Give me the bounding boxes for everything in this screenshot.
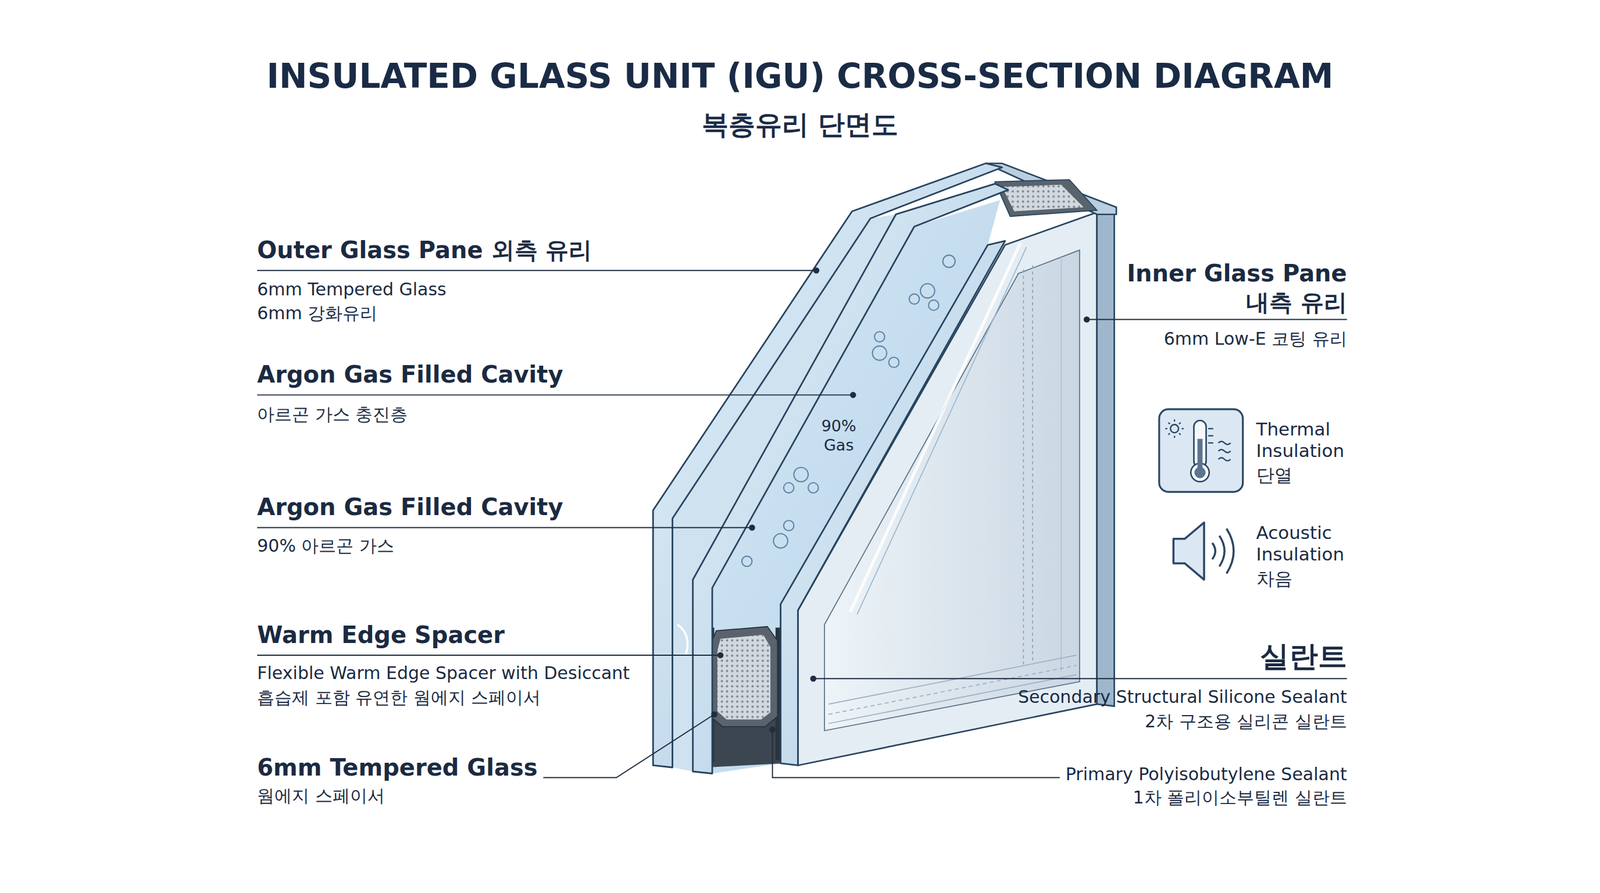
sun-rays [1165, 419, 1184, 438]
ray [1179, 433, 1181, 435]
sound-wave [1212, 543, 1216, 560]
tick [1208, 442, 1214, 444]
callout-text: 아르곤 가스 충진층 [256, 404, 408, 425]
callout-text: 웜에지 스페이서 [256, 785, 385, 807]
ray [1173, 436, 1175, 439]
bubble [920, 283, 935, 299]
bubble [872, 345, 888, 361]
sound-wave [1226, 528, 1234, 574]
callout-text: 6mm Low-E 코팅 유리 [1163, 328, 1348, 350]
leader-dot [748, 524, 756, 531]
ray [1181, 427, 1184, 430]
icon-box [1159, 409, 1244, 492]
bubble [888, 356, 900, 368]
thermal-icon [1159, 409, 1244, 492]
wave [1218, 449, 1231, 453]
ray [1179, 422, 1181, 425]
speaker [1173, 522, 1205, 580]
acoustic-icon [1173, 522, 1234, 580]
leader-dot [769, 726, 776, 734]
frame-line [1060, 256, 1062, 672]
leader-line [256, 527, 752, 529]
leader-line [813, 677, 1348, 680]
diagram-subtitle: 복층유리 단면도 [701, 108, 899, 141]
callout-heading: 실란트 [1259, 638, 1348, 674]
ray [1173, 419, 1175, 422]
wave [1218, 457, 1231, 461]
spacer-line [1031, 265, 1034, 663]
inner-pane [780, 240, 1006, 766]
callout-heading: Warm Edge Spacer [256, 620, 505, 649]
ray [1168, 433, 1171, 435]
callout-text: Secondary Structural Silicone Sealant [1018, 686, 1348, 708]
sun [1170, 424, 1179, 433]
icon-label: 단열 [1256, 464, 1293, 487]
callout-text: 1차 폴리이소부틸렌 실란트 [1133, 787, 1348, 809]
callout-text: 6mm Tempered Glass [256, 279, 446, 300]
bubble [773, 533, 788, 549]
bubble [741, 556, 753, 567]
bubble [783, 520, 795, 531]
callout-heading: Outer Glass Pane 외측 유리 [256, 236, 592, 264]
spacer-desiccant [717, 634, 771, 720]
leader-line [543, 714, 715, 778]
leader-line [256, 654, 721, 656]
callout-text: 90% 아르곤 가스 [256, 535, 395, 557]
callout-text: Primary Polyisobutylene Sealant [1065, 763, 1348, 785]
leader-dots [711, 267, 1090, 733]
top-spacer [994, 179, 1098, 217]
icon-label: 차음 [1256, 568, 1293, 590]
leader-line [256, 394, 853, 396]
callout-heading: Inner Glass Pane [1126, 259, 1348, 288]
spacer-line [1022, 269, 1024, 666]
leader-line [1086, 319, 1348, 321]
bubble [943, 255, 956, 268]
callout-text: 6mm 강화유리 [256, 302, 378, 324]
icon-label: Thermal Insulation [1256, 418, 1345, 462]
tick [1208, 427, 1214, 430]
callout-heading: 6mm Tempered Glass [256, 753, 538, 782]
leader-dot [1083, 316, 1091, 323]
bubble [928, 300, 939, 311]
callout-heading: Argon Gas Filled Cavity [256, 360, 563, 389]
frame-edge [1097, 209, 1115, 707]
ray [1165, 427, 1168, 430]
sound-wave [1219, 536, 1225, 567]
bubble [874, 331, 885, 343]
leader-dot [813, 267, 820, 274]
leader-dot [717, 652, 724, 659]
icon-label: Acoustic Insulation [1256, 522, 1345, 566]
middle-pane [693, 183, 1009, 774]
warm-edge-spacer [710, 626, 778, 727]
leader-line [256, 269, 817, 271]
thermometer-ticks [1208, 428, 1214, 444]
bubble [909, 294, 920, 305]
callout-text: 흡습제 포함 유연한 웜에지 스페이서 [256, 687, 541, 709]
bubble [808, 482, 819, 494]
callout-heading: 내측 유리 [1245, 288, 1348, 317]
thermometer-column [1197, 438, 1203, 472]
bubble [783, 482, 795, 494]
callout-heading: Argon Gas Filled Cavity [256, 493, 563, 521]
leader-dot [850, 391, 857, 399]
wave [1218, 441, 1231, 445]
leader-dot [711, 711, 718, 718]
glass-highlight [677, 624, 688, 656]
heat-waves [1218, 441, 1231, 461]
leader-line [772, 729, 1060, 778]
ray [1168, 422, 1171, 425]
callout-text: 2차 구조용 실리콘 실란트 [1144, 711, 1348, 732]
diagram-title: INSULATED GLASS UNIT (IGU) CROSS-SECTION… [266, 56, 1334, 98]
top-spacer-desiccant [1002, 184, 1084, 212]
leader-dot [810, 675, 817, 682]
callout-text: Flexible Warm Edge Spacer with Desiccant [256, 662, 630, 684]
bubble [793, 467, 809, 482]
gas-label: 90% Gas [821, 416, 857, 455]
leader-lines [256, 270, 1347, 778]
thermometer-fill [1194, 466, 1206, 478]
tick [1208, 434, 1214, 437]
